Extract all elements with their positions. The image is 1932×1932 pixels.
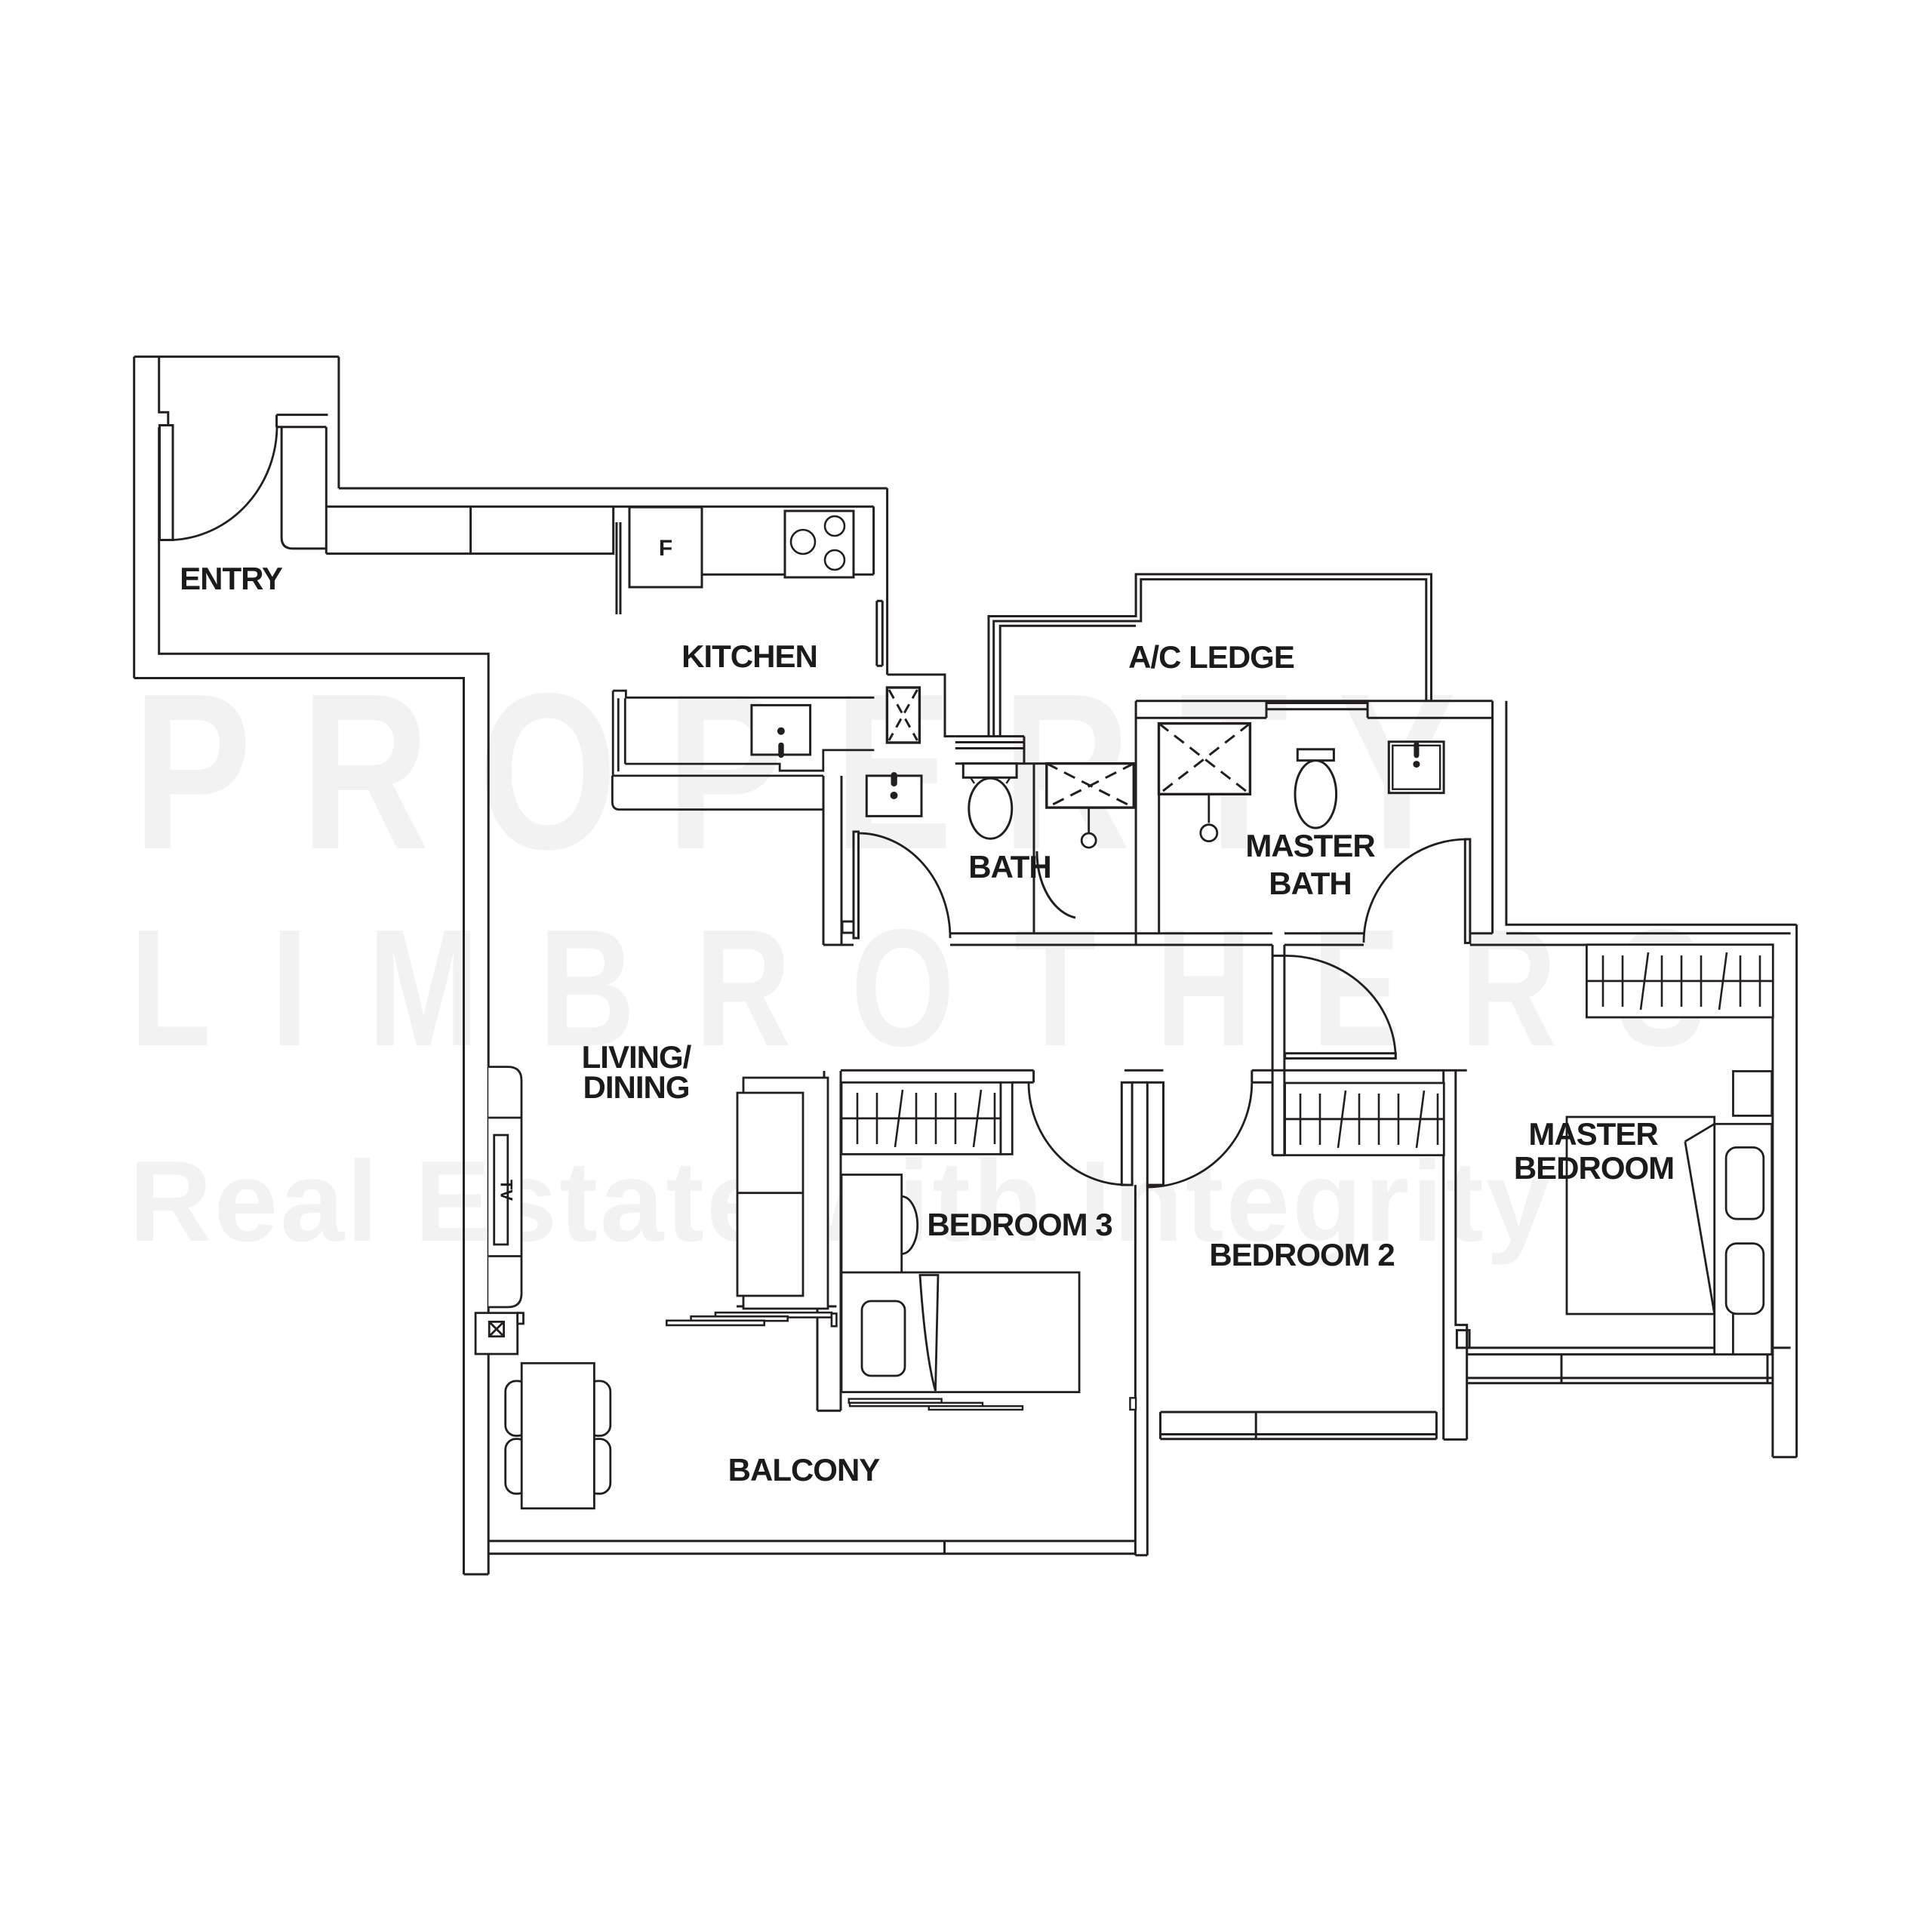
svg-text:Real Estate with Integrity: Real Estate with Integrity xyxy=(129,1137,1552,1266)
svg-text:A/C LEDGE: A/C LEDGE xyxy=(1128,639,1294,675)
svg-text:BATH: BATH xyxy=(1269,866,1352,901)
svg-text:ENTRY: ENTRY xyxy=(180,561,283,596)
svg-text:BEDROOM 3: BEDROOM 3 xyxy=(927,1207,1112,1242)
svg-text:MASTER: MASTER xyxy=(1245,828,1375,863)
svg-text:BALCONY: BALCONY xyxy=(728,1452,881,1487)
svg-text:BEDROOM 2: BEDROOM 2 xyxy=(1209,1237,1394,1272)
svg-text:MASTER: MASTER xyxy=(1528,1116,1658,1152)
svg-text:KITCHEN: KITCHEN xyxy=(681,638,817,674)
svg-text:LIVING/: LIVING/ xyxy=(582,1039,692,1075)
svg-text:TV: TV xyxy=(497,1180,516,1201)
svg-text:BEDROOM: BEDROOM xyxy=(1514,1150,1674,1186)
svg-text:DINING: DINING xyxy=(583,1069,690,1105)
svg-text:F: F xyxy=(659,536,672,561)
svg-text:BATH: BATH xyxy=(968,849,1051,884)
